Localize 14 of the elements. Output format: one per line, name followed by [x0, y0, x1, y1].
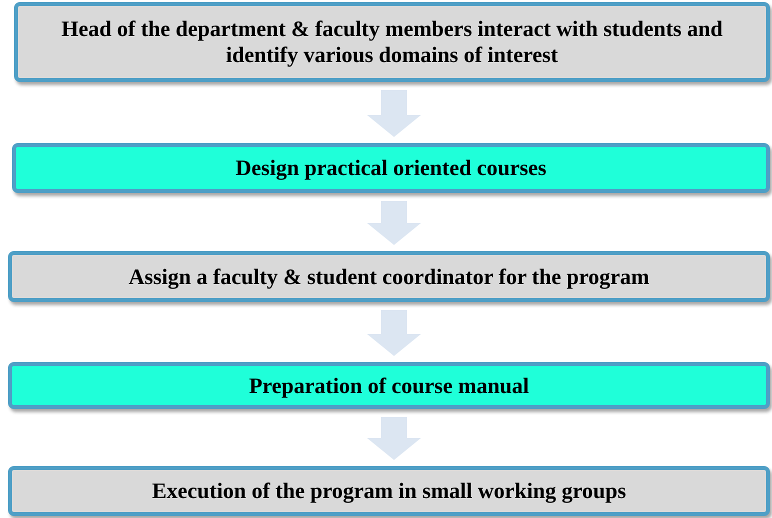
block-arrow: [367, 417, 421, 460]
block-arrow: [367, 201, 421, 245]
process-box: [12, 143, 770, 193]
step-text: Assign a faculty & student coordinator for the program: [128, 264, 650, 290]
process-box: [8, 466, 770, 516]
process-box: [8, 362, 770, 409]
block-arrow: [367, 310, 421, 356]
step-text: Execution of the program in small working groups: [152, 478, 626, 504]
step-text: Head of the department & faculty members interact with students and identify various domains of interest: [60, 16, 724, 68]
process-box: [8, 251, 770, 302]
step-text: Design practical oriented courses: [236, 155, 546, 181]
step-text: Preparation of course manual: [248, 372, 530, 398]
block-arrow: [367, 90, 421, 137]
process-box: [14, 2, 770, 82]
